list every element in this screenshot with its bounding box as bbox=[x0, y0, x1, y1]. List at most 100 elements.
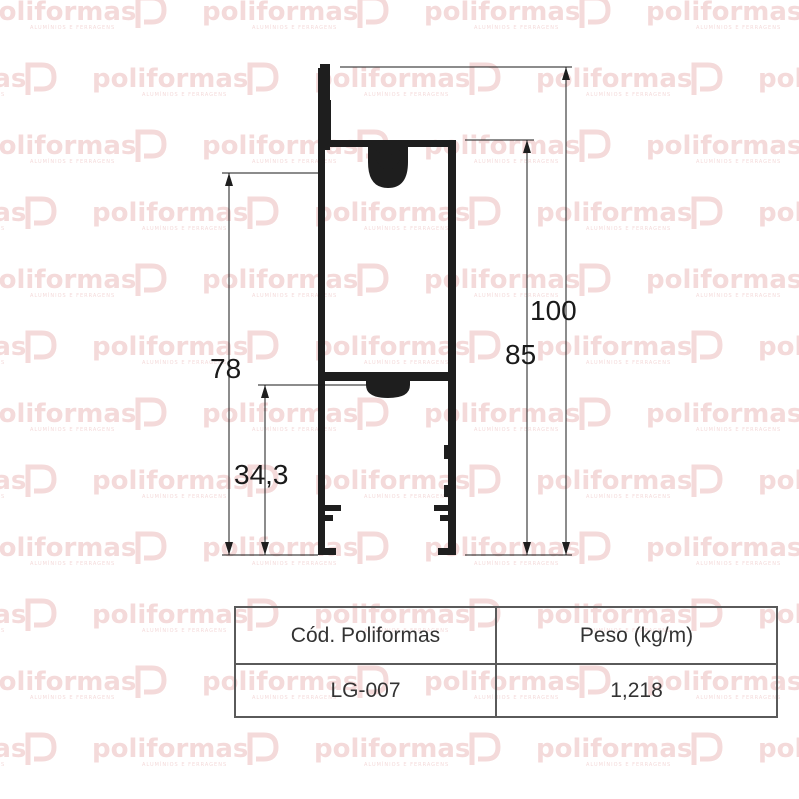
watermark-logo-icon bbox=[691, 330, 723, 363]
watermark-brand: poliformas bbox=[536, 734, 692, 764]
watermark-brand: poliformas bbox=[758, 198, 799, 228]
watermark-tagline: ALUMÍNIOS E FERRAGENS bbox=[586, 225, 671, 232]
watermark-tagline: ALUMÍNIOS E FERRAGENS bbox=[586, 761, 671, 768]
watermark-logo-icon bbox=[247, 464, 279, 497]
watermark-logo-icon bbox=[691, 62, 723, 95]
watermark-tagline: ALUMÍNIOS E FERRAGENS bbox=[364, 359, 449, 366]
watermark-tagline: ALUMÍNIOS E FERRAGENS bbox=[364, 91, 449, 98]
watermark-logo-icon bbox=[469, 330, 501, 363]
watermark-logo-icon bbox=[357, 531, 389, 564]
cell-weight: 1,218 bbox=[495, 663, 778, 718]
watermark-logo-icon bbox=[579, 129, 611, 162]
watermark-brand: poliformas bbox=[92, 466, 248, 496]
watermark-brand: poliformas bbox=[0, 198, 26, 228]
watermark-brand: poliformas bbox=[0, 265, 136, 295]
watermark-tagline: ALUMÍNIOS E FERRAGENS bbox=[252, 158, 337, 165]
watermark-brand: poliformas bbox=[202, 0, 358, 27]
watermark-brand: poliformas bbox=[646, 399, 799, 429]
watermark-logo-icon bbox=[357, 263, 389, 296]
watermark-tagline: ALUMÍNIOS E FERRAGENS bbox=[252, 24, 337, 31]
watermark-logo-icon bbox=[357, 397, 389, 430]
watermark-brand: poliformas bbox=[0, 667, 136, 697]
watermark-brand: poliformas bbox=[0, 533, 136, 563]
watermark-brand: poliformas bbox=[202, 265, 358, 295]
watermark-tagline: ALUMÍNIOS E FERRAGENS bbox=[696, 426, 781, 433]
watermark-tagline: ALUMÍNIOS E FERRAGENS bbox=[696, 560, 781, 567]
watermark-logo-icon bbox=[579, 263, 611, 296]
dimension-labels: 100 85 78 34,3 bbox=[210, 295, 577, 490]
watermark-brand: poliformas bbox=[314, 198, 470, 228]
watermark-brand: poliformas bbox=[424, 399, 580, 429]
watermark-logo-icon bbox=[469, 732, 501, 765]
spec-table: Cód. Poliformas Peso (kg/m) LG-007 1,218 bbox=[234, 606, 778, 718]
watermark-tagline: ALUMÍNIOS E FERRAGENS bbox=[474, 426, 559, 433]
watermark-brand: poliformas bbox=[314, 734, 470, 764]
watermark-tagline: ALUMÍNIOS E FERRAGENS bbox=[0, 91, 5, 98]
watermark-logo-icon bbox=[579, 0, 611, 28]
watermark-brand: poliformas bbox=[758, 64, 799, 94]
watermark-logo-icon bbox=[25, 62, 57, 95]
dimension-lines bbox=[222, 66, 572, 556]
watermark-tagline: ALUMÍNIOS E FERRAGENS bbox=[696, 158, 781, 165]
watermark-brand: poliformas bbox=[758, 466, 799, 496]
dimension-total-height: 100 bbox=[530, 295, 577, 326]
watermark-brand: poliformas bbox=[92, 600, 248, 630]
watermark-tagline: ALUMÍNIOS E FERRAGENS bbox=[30, 694, 115, 701]
watermark-logo-icon bbox=[579, 397, 611, 430]
watermark-tagline: ALUMÍNIOS E FERRAGENS bbox=[0, 761, 5, 768]
watermark-tagline: ALUMÍNIOS E FERRAGENS bbox=[30, 158, 115, 165]
watermark-logo-icon bbox=[25, 732, 57, 765]
watermark-tagline: ALUMÍNIOS E FERRAGENS bbox=[142, 91, 227, 98]
watermark-logo-icon bbox=[25, 196, 57, 229]
profile-section bbox=[318, 64, 456, 555]
watermark-brand: poliformas bbox=[536, 198, 692, 228]
header-weight: Peso (kg/m) bbox=[495, 606, 778, 665]
watermark-brand: poliformas bbox=[536, 332, 692, 362]
watermark-tagline: ALUMÍNIOS E FERRAGENS bbox=[474, 292, 559, 299]
watermark-brand: poliformas bbox=[758, 734, 799, 764]
watermark-tagline: ALUMÍNIOS E FERRAGENS bbox=[30, 560, 115, 567]
watermark-tagline: ALUMÍNIOS E FERRAGENS bbox=[252, 426, 337, 433]
watermark-logo-icon bbox=[247, 62, 279, 95]
watermark-tagline: ALUMÍNIOS E FERRAGENS bbox=[586, 91, 671, 98]
watermark-brand: poliformas bbox=[92, 734, 248, 764]
watermark-logo-icon bbox=[135, 397, 167, 430]
watermark-brand: poliformas bbox=[92, 332, 248, 362]
watermark-tagline: ALUMÍNIOS E FERRAGENS bbox=[0, 493, 5, 500]
watermark-brand: poliformas bbox=[314, 332, 470, 362]
watermark-logo-icon bbox=[469, 62, 501, 95]
watermark-tagline: ALUMÍNIOS E FERRAGENS bbox=[696, 24, 781, 31]
watermark-tagline: ALUMÍNIOS E FERRAGENS bbox=[474, 24, 559, 31]
watermark-logo-icon bbox=[247, 732, 279, 765]
watermark-tagline: ALUMÍNIOS E FERRAGENS bbox=[142, 761, 227, 768]
watermark-brand: poliformas bbox=[0, 64, 26, 94]
watermark-tagline: ALUMÍNIOS E FERRAGENS bbox=[586, 493, 671, 500]
